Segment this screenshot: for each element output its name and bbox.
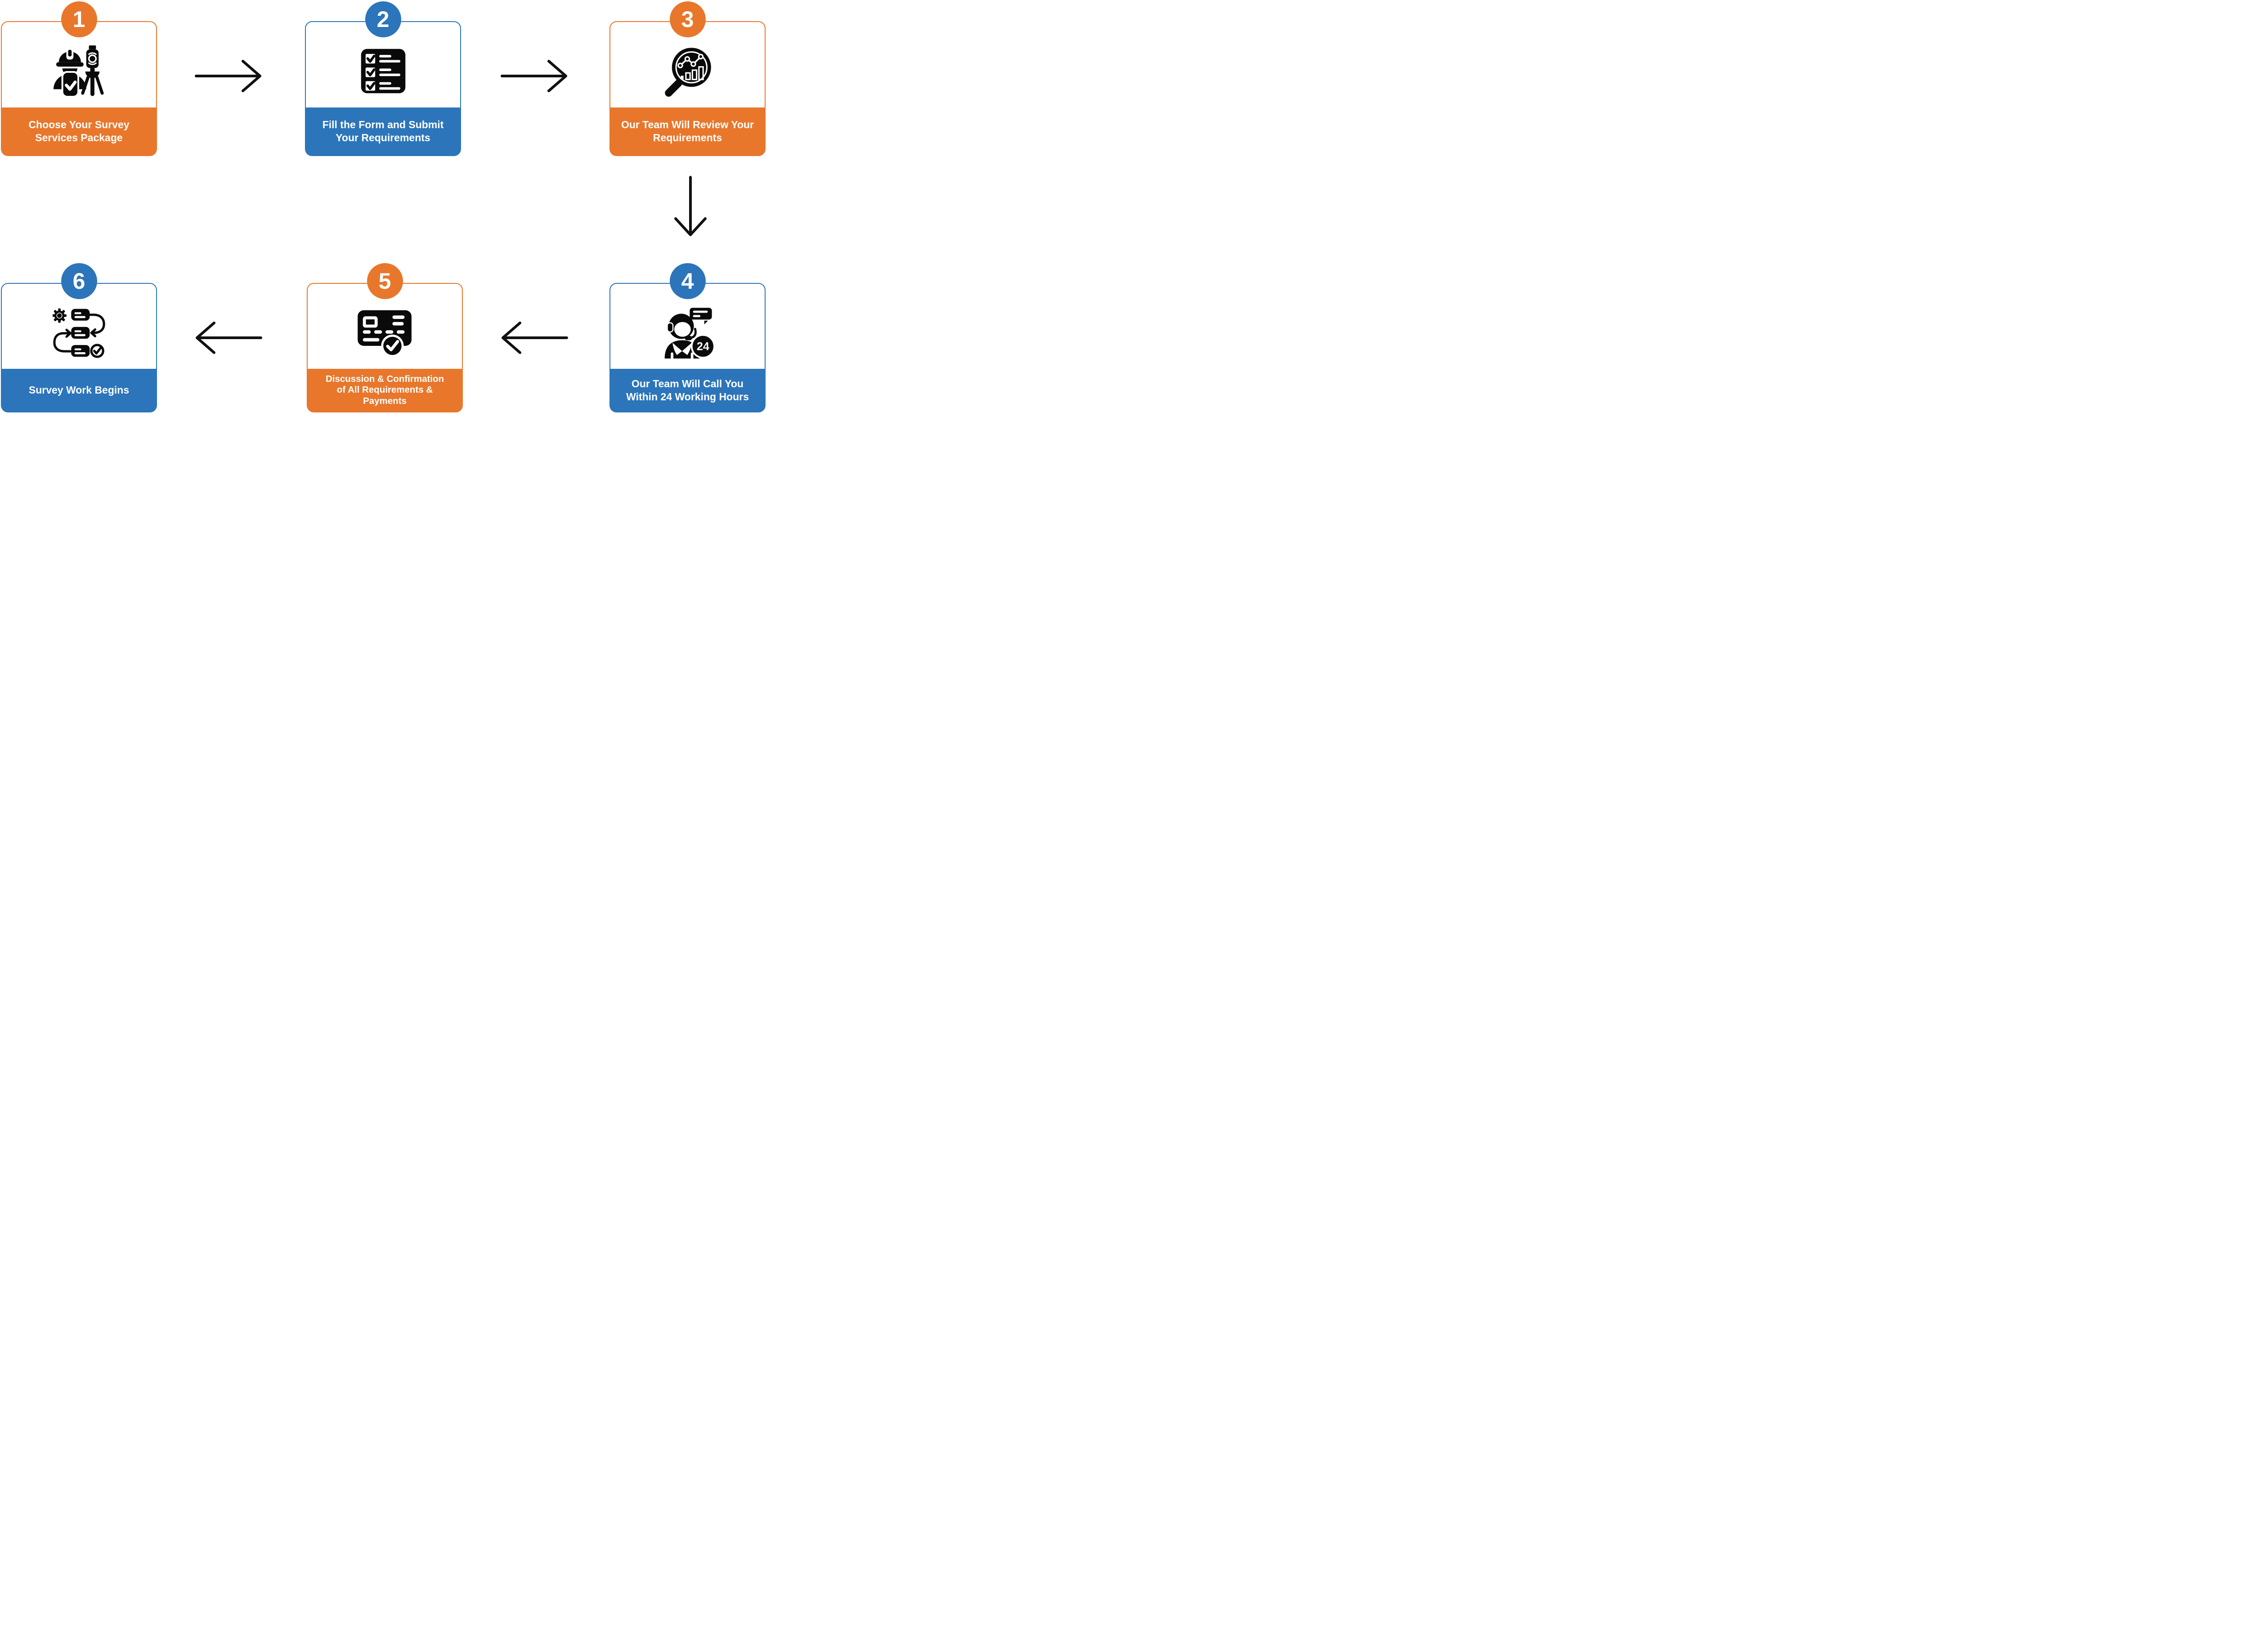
step-label-bar: Choose Your Survey Services Package — [2, 107, 156, 155]
step-card-1: 1 — [1, 1, 157, 156]
step-label-bar: Discussion & Confirmation of All Require… — [308, 369, 462, 412]
step-number-badge: 3 — [669, 1, 706, 37]
step-number: 1 — [72, 7, 85, 32]
step-icon-area: 24 — [610, 284, 765, 369]
step-number-badge: 6 — [61, 263, 97, 299]
checklist-icon — [358, 46, 408, 96]
payment-confirmed-icon — [357, 308, 413, 358]
step-card-3: 3 Our Team — [609, 1, 766, 156]
arrow-down-icon — [674, 176, 707, 236]
step-label-bar: Our Team Will Review Your Requirements — [610, 107, 765, 155]
step-number-badge: 4 — [669, 263, 706, 299]
step-number: 4 — [681, 269, 694, 294]
arrow-right-icon — [195, 60, 261, 92]
step-label: Our Team Will Review Your Requirements — [621, 119, 754, 143]
step-number: 3 — [681, 7, 694, 32]
step-icon-area — [610, 22, 765, 107]
step-label: Fill the Form and Submit Your Requiremen… — [322, 119, 444, 143]
arrow-left-icon — [502, 322, 568, 354]
icon-24-label: 24 — [696, 340, 709, 353]
support-agent-24-icon: 24 — [660, 306, 715, 359]
step-card-5: 5 — [307, 263, 463, 412]
step-label: Our Team Will Call You Within 24 Working… — [626, 378, 749, 403]
step-card-4: 4 — [609, 263, 766, 412]
step-label: Discussion & Confirmation of All Require… — [325, 373, 444, 406]
process-flow-diagram: 1 — [0, 0, 766, 413]
step-label: Survey Work Begins — [28, 384, 130, 396]
step-icon-area — [2, 22, 156, 107]
arrow-left-icon — [196, 322, 262, 354]
workflow-icon — [52, 307, 106, 358]
step-icon-area — [308, 284, 462, 369]
surveyor-theodolite-icon — [53, 45, 106, 98]
step-label: Choose Your Survey Services Package — [28, 119, 130, 143]
magnifier-analytics-icon — [662, 45, 714, 97]
step-label-bar: Survey Work Begins — [2, 369, 156, 412]
step-label-bar: Our Team Will Call You Within 24 Working… — [610, 369, 765, 412]
step-number-badge: 1 — [61, 1, 97, 37]
step-card-6: 6 — [1, 263, 157, 412]
step-label-bar: Fill the Form and Submit Your Requiremen… — [306, 107, 460, 155]
step-number-badge: 2 — [365, 1, 401, 37]
step-icon-area — [2, 284, 156, 369]
step-card-2: 2 — [305, 1, 461, 156]
step-number: 2 — [376, 7, 390, 32]
step-number: 6 — [72, 269, 85, 294]
step-number-badge: 5 — [367, 263, 403, 299]
step-number: 5 — [378, 269, 391, 294]
step-icon-area — [306, 22, 460, 107]
arrow-right-icon — [501, 60, 567, 92]
